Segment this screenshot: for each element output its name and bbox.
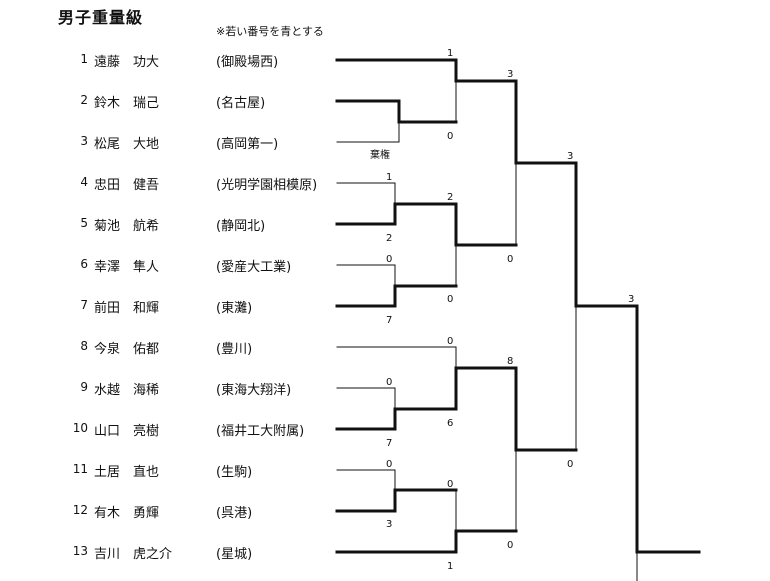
player-school: (名古屋): [216, 96, 266, 111]
score-label: 1: [447, 48, 453, 59]
score-label: 6: [447, 418, 453, 429]
score-label: 3: [386, 519, 392, 530]
player-school: (星城): [216, 547, 253, 562]
player-seed: 13: [72, 544, 88, 558]
player-seed: 1: [80, 52, 88, 66]
player-name: 水越 海稀: [94, 383, 160, 398]
score-label: 0: [386, 254, 392, 265]
score-label: 8: [507, 356, 513, 367]
score-label: 3: [507, 69, 513, 80]
score-label: 2: [386, 233, 392, 244]
score-label: 0: [447, 131, 453, 142]
player-school: (生駒): [216, 465, 253, 480]
player-school: (東海大翔洋): [216, 383, 292, 398]
color-note: ※若い番号を青とする: [216, 25, 324, 38]
forfeit-label: 棄権: [370, 148, 390, 161]
player-seed: 11: [72, 462, 88, 476]
player-name: 遠藤 功大: [94, 55, 160, 70]
player-name: 前田 和輝: [94, 301, 160, 316]
player-school: (高岡第一): [216, 137, 279, 152]
player-name: 菊池 航希: [94, 219, 160, 234]
player-seed: 3: [80, 134, 88, 148]
player-school: (東灘): [216, 301, 253, 316]
player-name: 幸澤 隼人: [94, 260, 160, 275]
player-name: 山口 亮樹: [94, 424, 160, 439]
player-name: 吉川 虎之介: [94, 547, 173, 562]
player-seed: 4: [80, 175, 88, 189]
score-label: 2: [447, 192, 453, 203]
player-seed: 2: [80, 93, 88, 107]
player-seed: 5: [80, 216, 88, 230]
player-seed: 8: [80, 339, 88, 353]
player-name: 有木 勇輝: [94, 506, 160, 521]
player-school: (呉港): [216, 506, 253, 521]
score-label: 7: [386, 438, 392, 449]
score-label: 0: [507, 254, 513, 265]
score-label: 3: [567, 151, 573, 162]
player-seed: 6: [80, 257, 88, 271]
player-seed: 10: [72, 421, 88, 435]
page-title: 男子重量級: [58, 8, 144, 27]
score-label: 0: [447, 294, 453, 305]
score-label: 0: [447, 336, 453, 347]
score-label: 0: [386, 459, 392, 470]
player-school: (福井工大附属): [216, 424, 305, 439]
player-school: (御殿場西): [216, 55, 279, 70]
player-name: 忠田 健吾: [94, 178, 160, 193]
score-label: 1: [447, 561, 453, 572]
player-name: 土居 直也: [94, 465, 160, 480]
player-name: 松尾 大地: [94, 137, 160, 152]
score-label: 0: [386, 377, 392, 388]
player-school: (光明学園相模原): [216, 178, 318, 193]
score-label: 0: [447, 479, 453, 490]
player-name: 今泉 佑都: [94, 342, 160, 357]
score-label: 0: [507, 540, 513, 551]
player-school: (愛産大工業): [216, 260, 292, 275]
score-label: 3: [628, 294, 634, 305]
player-seed: 9: [80, 380, 88, 394]
player-seed: 7: [80, 298, 88, 312]
player-name: 鈴木 瑞己: [94, 96, 160, 111]
score-label: 1: [386, 172, 392, 183]
player-school: (豊川): [216, 342, 253, 357]
score-label: 7: [386, 315, 392, 326]
player-school: (静岡北): [216, 219, 266, 234]
player-seed: 12: [72, 503, 88, 517]
score-label: 0: [567, 459, 573, 470]
